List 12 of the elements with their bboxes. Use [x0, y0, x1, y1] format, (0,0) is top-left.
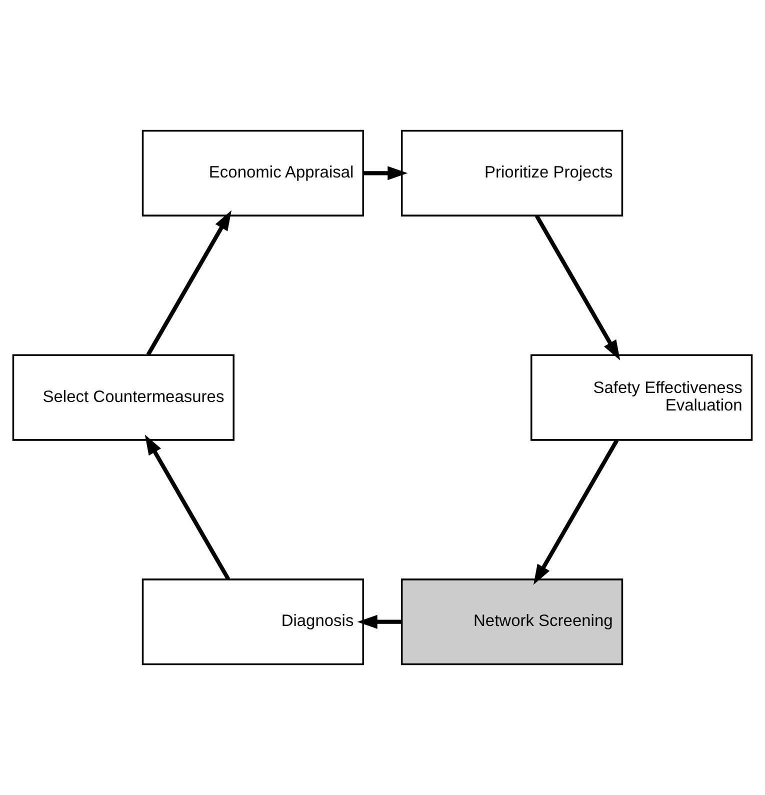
node-box: Diagnosis: [142, 578, 364, 666]
arrow: [534, 214, 620, 360]
arrow: [146, 210, 232, 356]
arrow: [357, 614, 402, 629]
node-box: Prioritize Projects: [400, 130, 624, 216]
arrow: [533, 439, 619, 585]
node-box: Select Countermeasures: [12, 354, 234, 441]
node-box: Network Screening: [400, 578, 624, 666]
arrow: [363, 166, 408, 180]
node-box: Economic Appraisal: [142, 130, 364, 216]
arrow: [144, 434, 230, 580]
node-box: Safety Effectiveness Evaluation: [530, 354, 753, 441]
